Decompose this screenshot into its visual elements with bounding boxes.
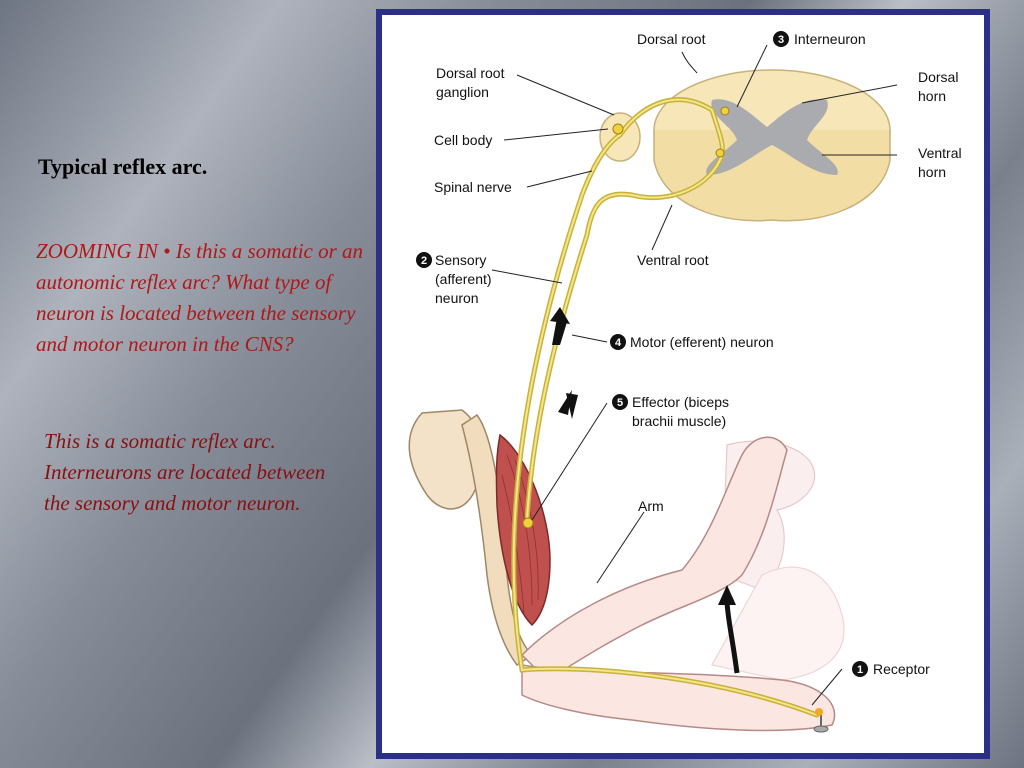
receptor-stimulus	[813, 725, 829, 733]
label-effector-1: Effector (biceps	[632, 394, 729, 410]
slide-title: Typical reflex arc.	[38, 154, 208, 179]
answer-text: This is a somatic reflex arc. Interneuro…	[44, 429, 326, 515]
badge-interneuron: 3	[773, 31, 789, 47]
label-sensory-1: Sensory	[435, 252, 486, 268]
cell-body-dot	[612, 123, 624, 135]
label-sensory-2: (afferent)	[435, 271, 492, 287]
label-dorsal-root: Dorsal root	[637, 31, 706, 47]
motor-neuron-dot	[715, 148, 725, 158]
forearm	[520, 436, 788, 681]
label-cell-body: Cell body	[434, 132, 492, 148]
badge-effector: 5	[612, 394, 628, 410]
label-interneuron: Interneuron	[794, 31, 866, 47]
label-drg-1: Dorsal root	[436, 65, 505, 81]
label-effector-2: brachii muscle)	[632, 413, 726, 429]
label-dorsal-horn-2: horn	[918, 88, 946, 104]
biceps-muscle	[495, 433, 551, 627]
label-sensory-3: neuron	[435, 290, 479, 306]
badge-motor: 4	[610, 334, 626, 350]
label-arm: Arm	[638, 498, 664, 514]
label-receptor: Receptor	[873, 661, 930, 677]
label-ventral-root: Ventral root	[637, 252, 709, 268]
badge-sensory: 2	[416, 252, 432, 268]
svg-text:1: 1	[857, 664, 863, 676]
svg-text:4: 4	[615, 337, 622, 349]
badge-receptor: 1	[852, 661, 868, 677]
svg-text:5: 5	[617, 397, 623, 409]
spinal-cord-side	[653, 130, 891, 222]
ghost-arm	[711, 566, 845, 681]
reflex-arc-diagram: 3 2 4 5 1 Dorsal root Interneuron Dorsal…	[376, 9, 990, 759]
label-spinal-nerve: Spinal nerve	[434, 179, 512, 195]
label-dorsal-horn-1: Dorsal	[918, 69, 958, 85]
label-drg-2: ganglion	[436, 84, 489, 100]
gray-matter	[706, 99, 838, 175]
svg-text:2: 2	[421, 255, 427, 267]
arrow-up-sensory	[550, 307, 570, 345]
label-ventral-horn-1: Ventral	[918, 145, 962, 161]
label-ventral-horn-2: horn	[918, 164, 946, 180]
question-text: ZOOMING IN • Is this a somatic or an aut…	[36, 239, 364, 356]
arrow-down-motor	[558, 390, 578, 419]
effector-dot	[522, 517, 534, 529]
svg-text:3: 3	[778, 34, 784, 46]
label-motor: Motor (efferent) neuron	[630, 334, 774, 350]
interneuron-dot	[720, 106, 730, 116]
diagram-svg: 3 2 4 5 1 Dorsal root Interneuron Dorsal…	[408, 31, 962, 733]
